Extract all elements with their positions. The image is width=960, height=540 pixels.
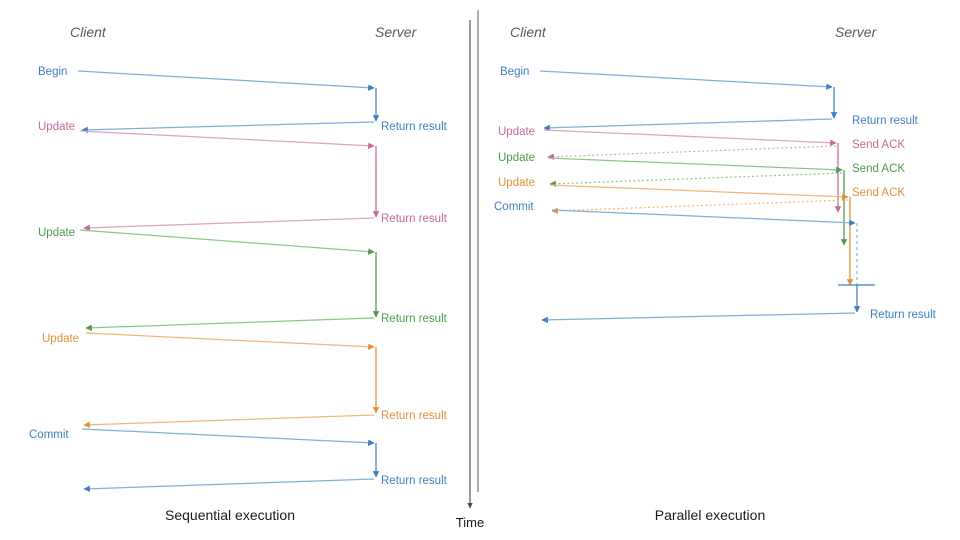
- ack-arrow: [551, 199, 849, 215]
- ack-label: Send ACK: [852, 139, 905, 151]
- response-label: Return result: [381, 475, 448, 487]
- lane-title-client: Client: [70, 24, 107, 40]
- message-label-commit: Commit: [494, 201, 534, 213]
- response-arrow: [83, 478, 375, 493]
- request-arrow: [79, 130, 375, 149]
- response-arrow: [541, 312, 856, 324]
- time-axis-layer: Time: [456, 20, 484, 530]
- message-label-update: Update: [498, 126, 535, 138]
- request-arrow: [81, 428, 375, 446]
- message-label-update: Update: [498, 152, 535, 164]
- message-label-commit: Commit: [29, 429, 69, 441]
- ack-arrow: [549, 172, 843, 188]
- response-label: Return result: [870, 309, 937, 321]
- message-label-update: Update: [38, 227, 75, 239]
- panel-caption-sequential: Sequential execution: [165, 507, 295, 523]
- request-arrow: [543, 129, 837, 146]
- response-label: Return result: [852, 115, 919, 127]
- response-arrow: [83, 414, 375, 429]
- request-arrow: [551, 209, 856, 226]
- request-arrow: [549, 184, 849, 201]
- message-label-update: Update: [498, 177, 535, 189]
- lane-title-client: Client: [510, 24, 547, 40]
- response-arrow: [543, 118, 833, 132]
- response-label: Return result: [381, 213, 448, 225]
- request-arrow: [547, 157, 843, 174]
- request-arrow: [539, 70, 833, 90]
- response-label: Return result: [381, 121, 448, 133]
- request-arrow: [77, 70, 375, 91]
- ack-label: Send ACK: [852, 187, 905, 199]
- message-label-update: Update: [42, 333, 79, 345]
- response-label: Return result: [381, 410, 448, 422]
- ack-label: Send ACK: [852, 163, 905, 175]
- message-label-update: Update: [38, 121, 75, 133]
- response-label: Return result: [381, 313, 448, 325]
- message-label-begin: Begin: [38, 66, 67, 78]
- ack-arrow: [547, 145, 837, 161]
- request-arrow: [85, 332, 375, 350]
- response-arrow: [85, 317, 375, 332]
- response-arrow: [83, 217, 375, 232]
- panel-caption-parallel: Parallel execution: [655, 507, 766, 523]
- request-arrow: [79, 229, 375, 255]
- message-label-begin: Begin: [500, 66, 529, 78]
- lane-title-server: Server: [375, 24, 418, 40]
- time-axis-label: Time: [456, 515, 484, 530]
- lane-title-server: Server: [835, 24, 878, 40]
- response-arrow: [81, 121, 375, 134]
